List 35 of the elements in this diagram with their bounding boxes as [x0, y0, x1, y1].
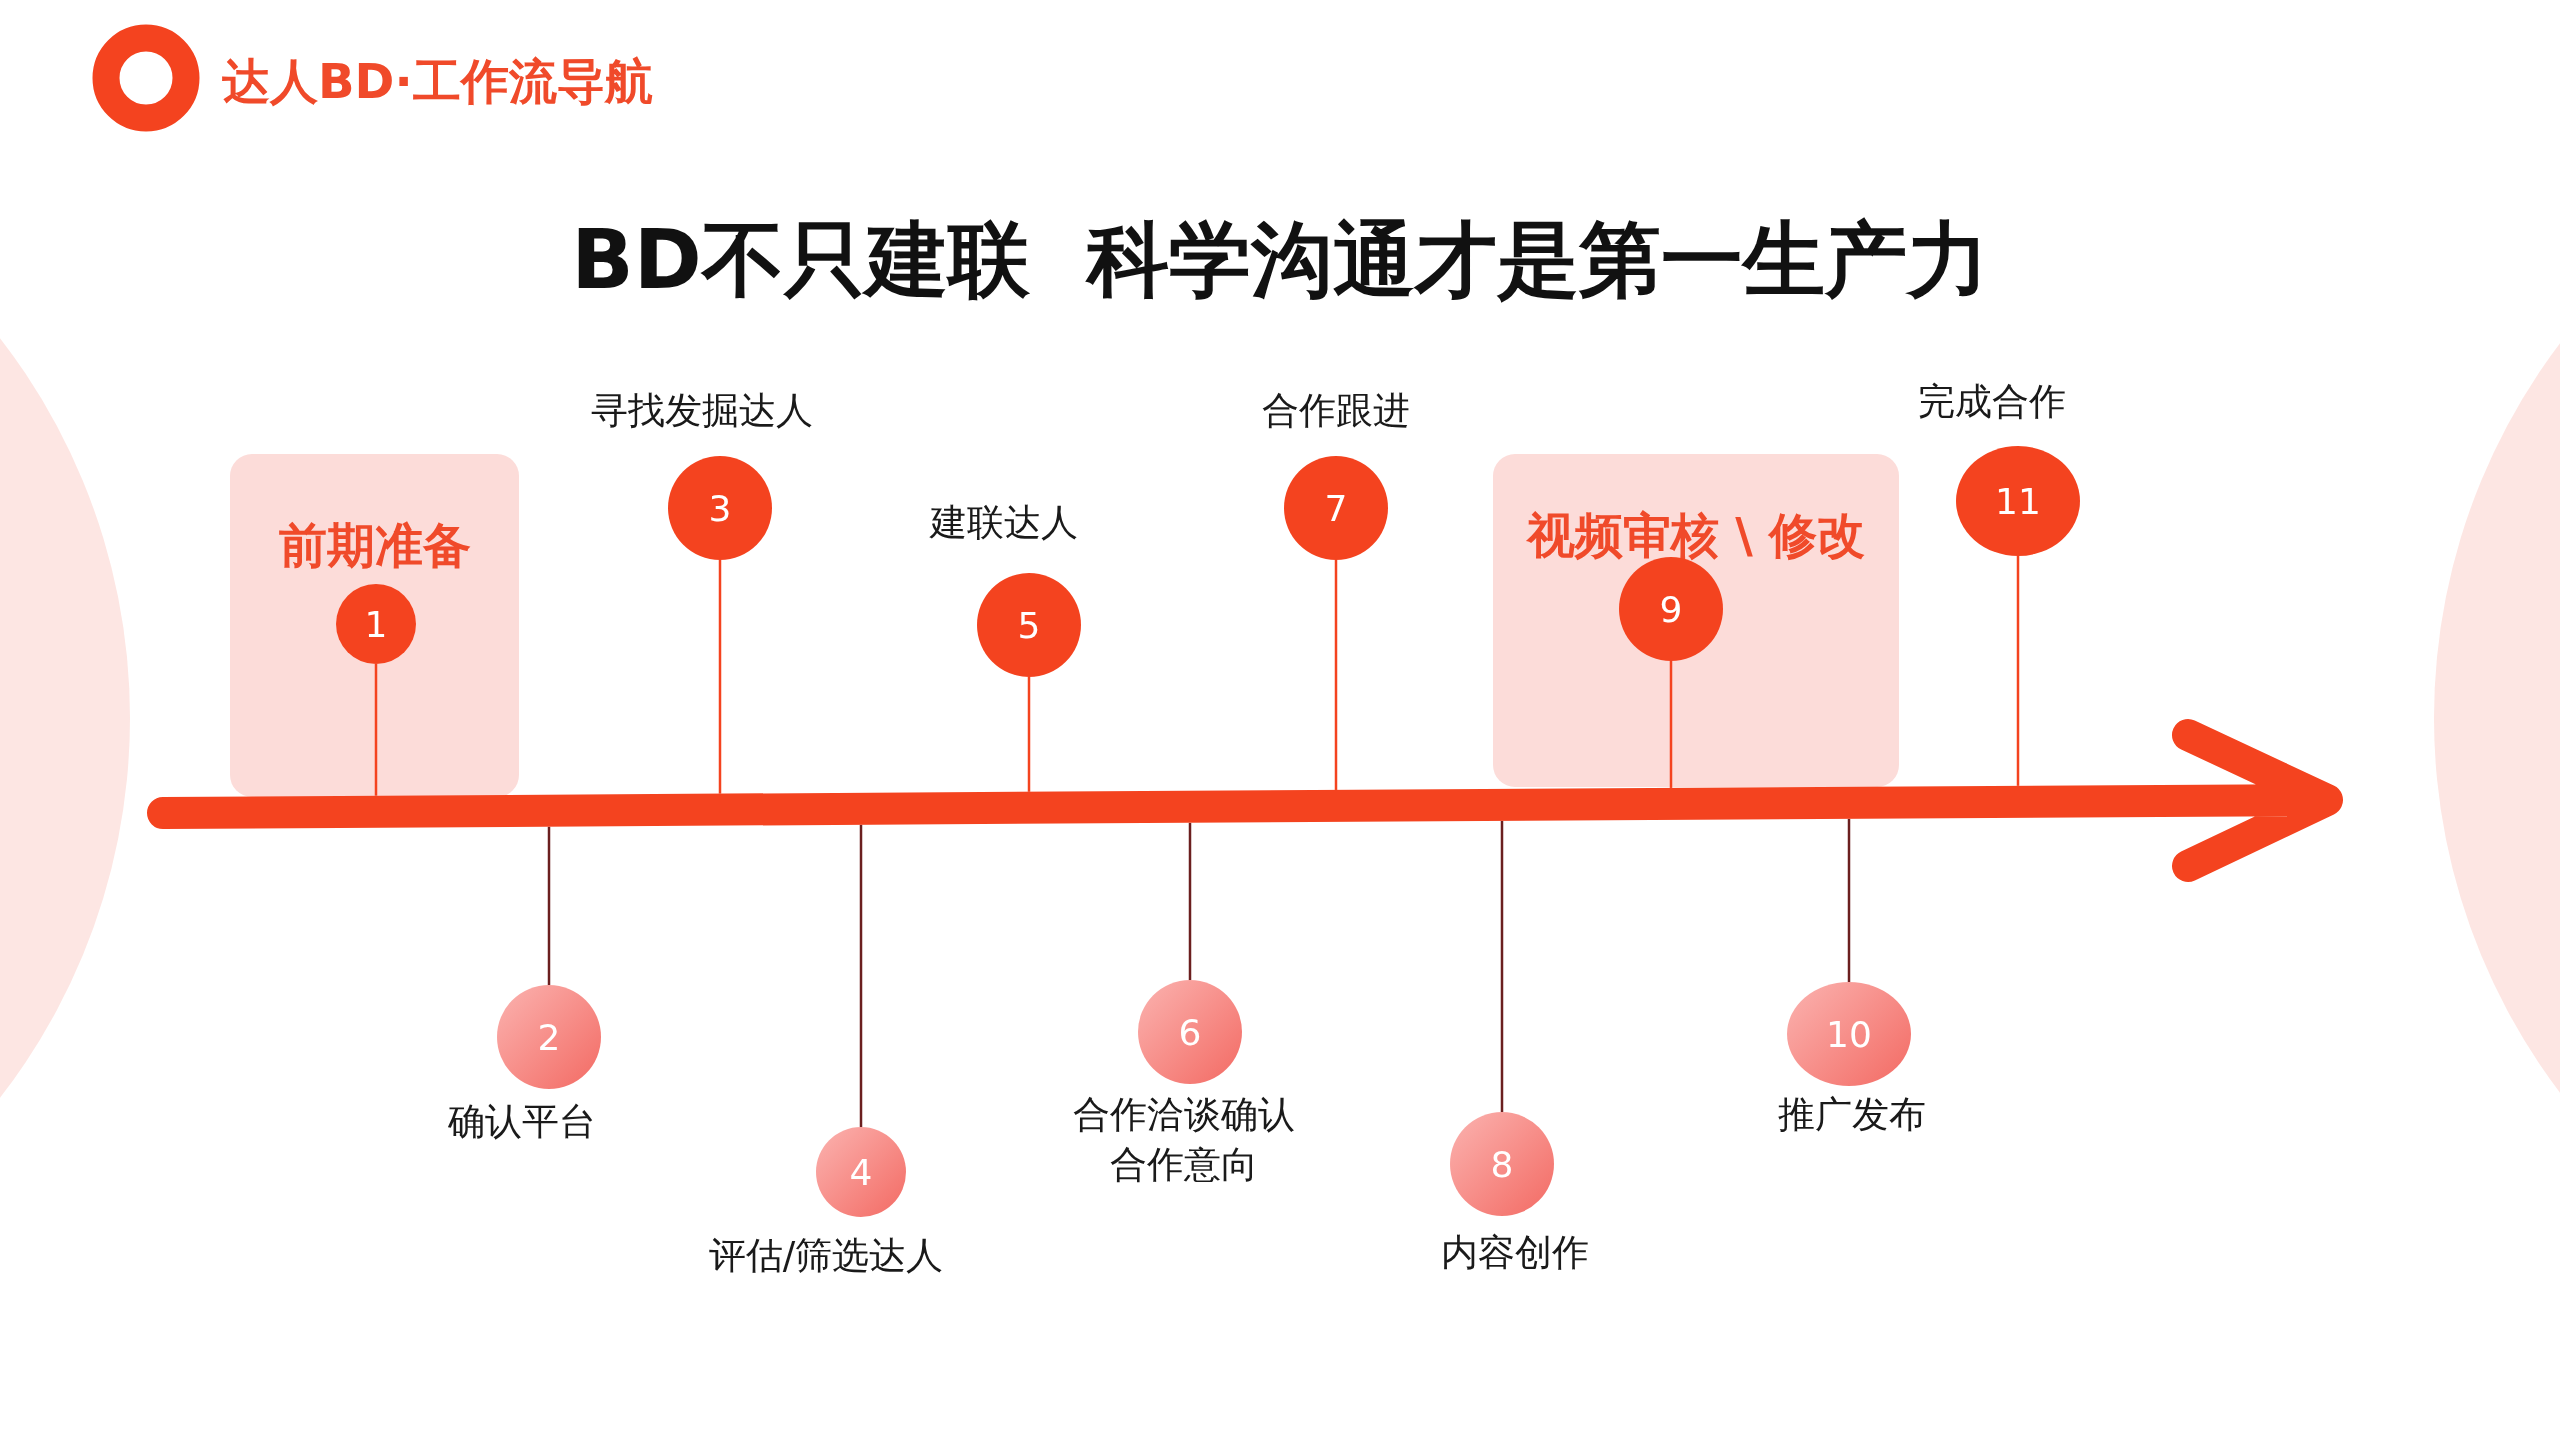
stem-line: [1027, 677, 1031, 792]
number-circle: 8: [1450, 1112, 1554, 1216]
highlight-panel: [230, 454, 519, 797]
number-circle: 4: [816, 1127, 906, 1217]
stem-line: [1188, 822, 1192, 980]
header-title: 达人BD·工作流导航: [222, 52, 653, 111]
number-circle: 10: [1787, 982, 1911, 1086]
step-label: 寻找发掘达人: [591, 388, 813, 434]
number-circle: 7: [1284, 456, 1388, 560]
step-label: 建联达人: [930, 500, 1078, 546]
stem-line: [547, 826, 551, 985]
stem-line: [2016, 556, 2020, 786]
stem-line: [1669, 661, 1673, 788]
step-label: 确认平台: [448, 1099, 596, 1145]
stem-line: [859, 824, 863, 1127]
step-label: 完成合作: [1918, 379, 2066, 425]
number-circle: 3: [668, 456, 772, 560]
highlight-panel: [1493, 454, 1899, 787]
step-label: 推广发布: [1778, 1092, 1926, 1138]
stem-line: [1847, 818, 1851, 982]
step-label: 评估/筛选达人: [708, 1233, 944, 1279]
number-circle: 2: [497, 985, 601, 1089]
stem-line: [1334, 560, 1338, 790]
number-circle: 6: [1138, 980, 1242, 1084]
number-circle: 11: [1956, 446, 2080, 556]
number-circle: 1: [336, 584, 416, 664]
panel-heading: 前期准备: [277, 516, 472, 575]
stem-line: [718, 560, 722, 794]
stem-line: [374, 664, 378, 796]
step-label: 合作跟进: [1262, 388, 1410, 434]
step-label: 合作洽谈确认合作意向: [1072, 1092, 1296, 1188]
main-title: BD不只建联 科学沟通才是第一生产力: [570, 211, 1990, 309]
stem-line: [1500, 820, 1504, 1112]
step-label: 内容创作: [1441, 1230, 1589, 1276]
number-circle: 5: [977, 573, 1081, 677]
